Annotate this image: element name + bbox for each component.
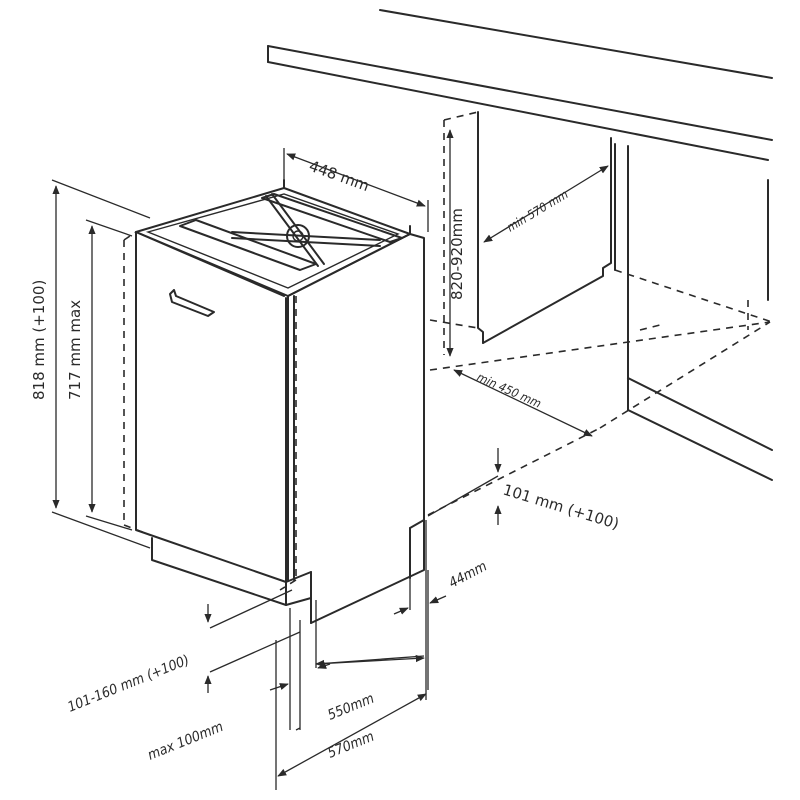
worktop bbox=[267, 9, 773, 161]
label-niche-width: min 450 mm bbox=[475, 370, 544, 411]
dishwasher-body bbox=[135, 187, 425, 624]
dim-niche-width: min 450 mm bbox=[453, 369, 593, 437]
label-height-door: 717 mm max bbox=[66, 300, 84, 400]
label-niche-height: 820-920mm bbox=[448, 208, 466, 300]
label-width-top: 448 mm bbox=[307, 157, 372, 195]
top-mounting-frame bbox=[179, 179, 411, 271]
label-plinth-front: 101-160 mm (+100) bbox=[66, 652, 192, 715]
dim-max-100: max 100mm bbox=[146, 608, 331, 764]
dim-niche-depth: min 570 mm bbox=[483, 165, 609, 243]
dim-height-total: 818 mm (+100) bbox=[30, 179, 151, 549]
dim-niche-height: 820-920mm bbox=[446, 129, 466, 357]
dim-height-door: 717 mm max bbox=[66, 219, 133, 531]
dim-depth-550: 550mm bbox=[315, 600, 425, 724]
label-depth-570: 570mm bbox=[326, 729, 377, 762]
dim-plinth-right: 101 mm (+100) bbox=[427, 448, 621, 533]
label-depth-550: 550mm bbox=[326, 691, 377, 724]
construction-lines bbox=[295, 520, 427, 731]
label-max-100: max 100mm bbox=[146, 719, 226, 764]
label-plinth-right: 101 mm (+100) bbox=[501, 481, 621, 533]
label-niche-depth: min 570 mm bbox=[504, 187, 570, 234]
niche-outline-dashed bbox=[123, 231, 297, 591]
label-height-total: 818 mm (+100) bbox=[30, 280, 48, 400]
label-plinth-offset: 44mm bbox=[446, 558, 489, 591]
kitchen-cabinet-niche bbox=[427, 111, 773, 516]
dim-plinth-front: 101-160 mm (+100) bbox=[66, 589, 301, 716]
